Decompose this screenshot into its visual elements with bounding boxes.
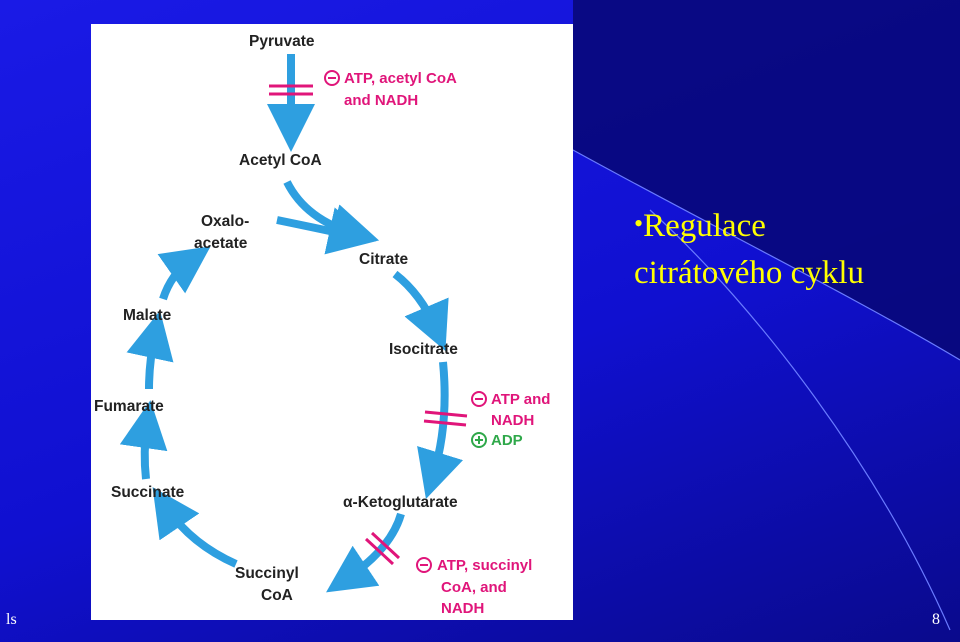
minus-icon <box>324 70 340 86</box>
slide-title-line-1: Regulace <box>643 208 766 244</box>
citric-acid-cycle-diagram: Pyruvate Acetyl CoA Oxalo- acetate Citra… <box>91 24 573 620</box>
pdh-inhibitors-line-2: and NADH <box>344 92 418 109</box>
arrow-isocitrate-ketoglutarate <box>417 361 463 499</box>
succinyl-coa-label-1: Succinyl <box>235 565 299 582</box>
isocitrate-label: Isocitrate <box>389 341 458 358</box>
idh-inhibitors-line-2: NADH <box>491 412 534 429</box>
plus-icon <box>471 432 487 448</box>
slide-title: •Regulace citrátového cyklu <box>634 200 954 297</box>
regulator-labels: ATP, acetyl CoA and NADH ATP and NADH AD… <box>344 70 550 617</box>
slide-number: 8 <box>932 611 940 628</box>
malate-label: Malate <box>123 307 172 324</box>
minus-icon <box>416 557 432 573</box>
ketoglutarate-label: α-Ketoglutarate <box>343 494 458 511</box>
minus-icon <box>471 391 487 407</box>
slide-title-line-2: citrátového cyklu <box>634 255 865 291</box>
pdh-inhibitors-line-1: ATP, acetyl CoA <box>344 70 457 87</box>
arrow-succinylcoa-succinate <box>152 487 238 568</box>
cycle-arrows <box>119 54 463 593</box>
inhibition-bars <box>269 84 468 566</box>
kgdh-inhibitors-line-1: ATP, succinyl <box>437 557 532 574</box>
idh-inhibitors-line-1: ATP and <box>491 391 550 408</box>
succinyl-coa-label-2: CoA <box>261 587 293 604</box>
oxaloacetate-label-1: Oxalo- <box>201 213 249 230</box>
arrow-fumarate-malate <box>126 310 174 390</box>
arrow-succinate-fumarate <box>119 400 168 480</box>
metabolite-labels: Pyruvate Acetyl CoA Oxalo- acetate Citra… <box>94 33 458 604</box>
succinate-label: Succinate <box>111 484 185 501</box>
arrow-citrate-isocitrate <box>392 270 449 352</box>
arrow-ketoglutarate-succinylcoa <box>326 512 405 593</box>
fumarate-label: Fumarate <box>94 398 164 415</box>
citrate-label: Citrate <box>359 251 408 268</box>
arrow-malate-oxaloacetate <box>157 246 211 301</box>
bullet-icon: • <box>634 209 644 238</box>
pyruvate-label: Pyruvate <box>249 33 315 50</box>
oxaloacetate-label-2: acetate <box>194 235 248 252</box>
arrow-oxalo-citrate <box>276 207 377 255</box>
idh-activator: ADP <box>491 432 523 449</box>
kgdh-inhibitors-line-3: NADH <box>441 600 484 617</box>
footer-author: ls <box>6 611 17 628</box>
regulator-symbols <box>324 70 487 573</box>
kgdh-inhibitors-line-2: CoA, and <box>441 579 507 596</box>
acetyl-coa-label: Acetyl CoA <box>239 152 322 169</box>
